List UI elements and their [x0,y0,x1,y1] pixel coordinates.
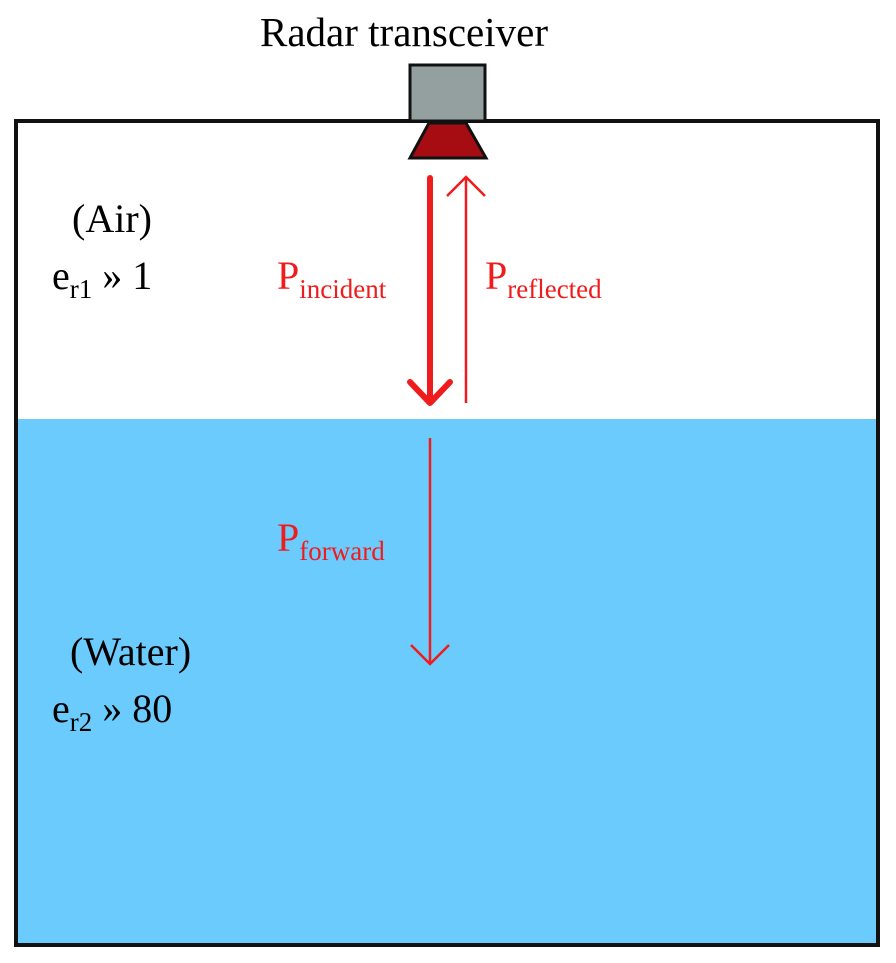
reflected-arrow [446,175,486,403]
forward-label: Pforward [277,515,385,565]
forward-arrow [410,438,450,666]
transceiver-body [408,63,487,123]
water-permittivity: er2 » 80 [52,686,173,736]
air-permittivity: er1 » 1 [52,253,153,303]
air-label: (Air) [72,196,152,241]
diagram-title: Radar transceiver [260,9,548,55]
permittivity-subscript: r2 [69,707,93,737]
permittivity-value: 80 [132,686,173,731]
power-symbol: P [485,253,508,298]
power-subscript: reflected [507,274,602,304]
permittivity-symbol: e [52,686,70,731]
permittivity-value: 1 [132,253,153,298]
approx-symbol: » [102,686,123,731]
permittivity-symbol: e [52,253,70,298]
reflected-label: Preflected [485,253,602,303]
water-region [16,419,878,945]
power-subscript: incident [299,274,387,304]
approx-symbol: » [102,253,123,298]
water-label: (Water) [70,629,192,674]
antenna-horn [407,121,489,160]
power-symbol: P [277,253,300,298]
incident-label: Pincident [277,253,386,303]
permittivity-subscript: r1 [69,274,93,304]
power-subscript: forward [299,536,385,566]
power-symbol: P [277,515,300,560]
incident-arrow [407,175,453,406]
